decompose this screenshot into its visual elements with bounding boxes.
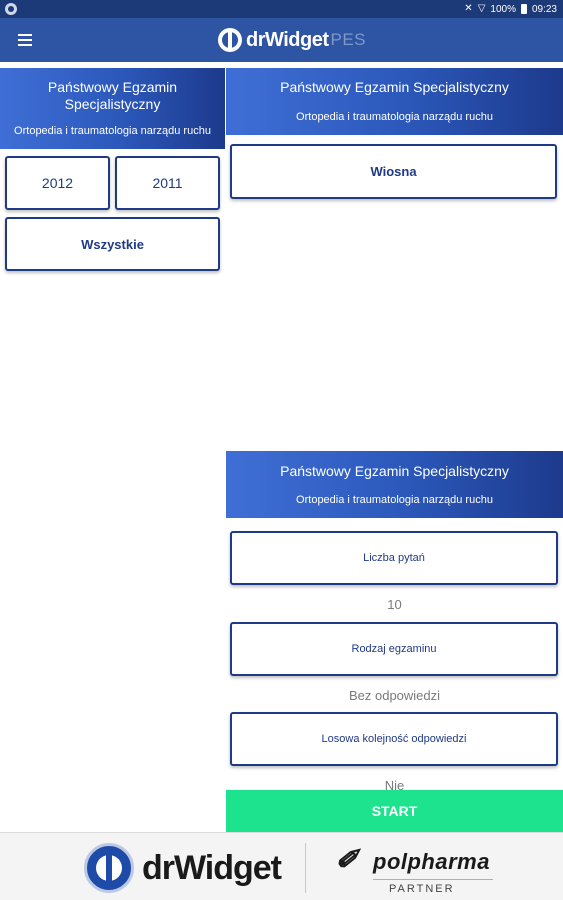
notification-icon — [5, 3, 17, 15]
footer-divider — [305, 843, 306, 893]
year-panel-header: Państwowy Egzamin Specjalistyczny — [0, 68, 225, 149]
clock: 09:23 — [531, 3, 557, 15]
settings-panel-header: Państwowy Egzamin Specjalistyczny Ortope… — [226, 451, 563, 518]
app-toolbar: drWidget PES — [0, 18, 563, 62]
app-logo: drWidget PES — [218, 25, 366, 55]
exam-type-button[interactable]: Rodzaj egzaminu — [230, 622, 558, 676]
start-button[interactable]: START — [226, 790, 563, 832]
session-spring-button[interactable]: Wiosna — [230, 144, 557, 199]
drwidget-logo-icon — [84, 843, 134, 893]
year-panel-subtitle: Ortopedia i traumatologia narządu ruchu — [14, 125, 211, 137]
partner-label: PARTNER — [389, 883, 455, 895]
footer-banner: drWidget ✐ polpharma PARTNER — [0, 832, 563, 900]
random-order-button[interactable]: Losowa kolejność odpowiedzi — [230, 712, 558, 766]
status-bar: ✕ ▽ 100% 09:23 — [0, 0, 563, 18]
status-indicators: ✕ ▽ 100% 09:23 — [464, 3, 557, 15]
footer-brand-text: drWidget — [142, 848, 282, 887]
question-count-button[interactable]: Liczba pytań — [230, 531, 558, 585]
settings-panel-subtitle: Ortopedia i traumatologia narządu ruchu — [296, 494, 493, 506]
partner-name: polpharma — [373, 849, 490, 874]
exam-type-value: Bez odpowiedzi — [348, 688, 441, 703]
hamburger-icon[interactable] — [18, 34, 32, 46]
battery-icon — [520, 4, 527, 14]
year-2011-button[interactable]: 2011 — [115, 156, 220, 210]
footer-drwidget-logo: drWidget — [84, 843, 282, 893]
wifi-icon: ▽ — [477, 3, 486, 14]
year-panel-title: Państwowy Egzamin Specjalistyczny — [47, 79, 178, 112]
random-order-value: Nie — [384, 778, 405, 790]
session-panel-title: Państwowy Egzamin Specjalistyczny — [280, 79, 509, 95]
session-panel-subtitle: Ortopedia i traumatologia narządu ruchu — [296, 111, 493, 123]
mute-icon: ✕ — [464, 3, 473, 14]
partner-logo: ✐ polpharma PARTNER — [333, 841, 503, 897]
logo-main-text: drWidget — [246, 28, 329, 51]
logo-suffix-text: PES — [330, 30, 367, 49]
partner-rule — [373, 879, 493, 880]
session-panel-header: Państwowy Egzamin Specjalistyczny Ortope… — [226, 68, 563, 135]
polpharma-logo-icon: ✐ — [335, 844, 359, 875]
question-count-value: 10 — [387, 597, 402, 612]
year-2012-button[interactable]: 2012 — [5, 156, 110, 210]
drwidget-logo-icon — [218, 28, 242, 52]
all-years-button[interactable]: Wszystkie — [5, 217, 220, 271]
settings-panel-title: Państwowy Egzamin Specjalistyczny — [280, 463, 509, 479]
battery-level: 100% — [490, 3, 516, 15]
